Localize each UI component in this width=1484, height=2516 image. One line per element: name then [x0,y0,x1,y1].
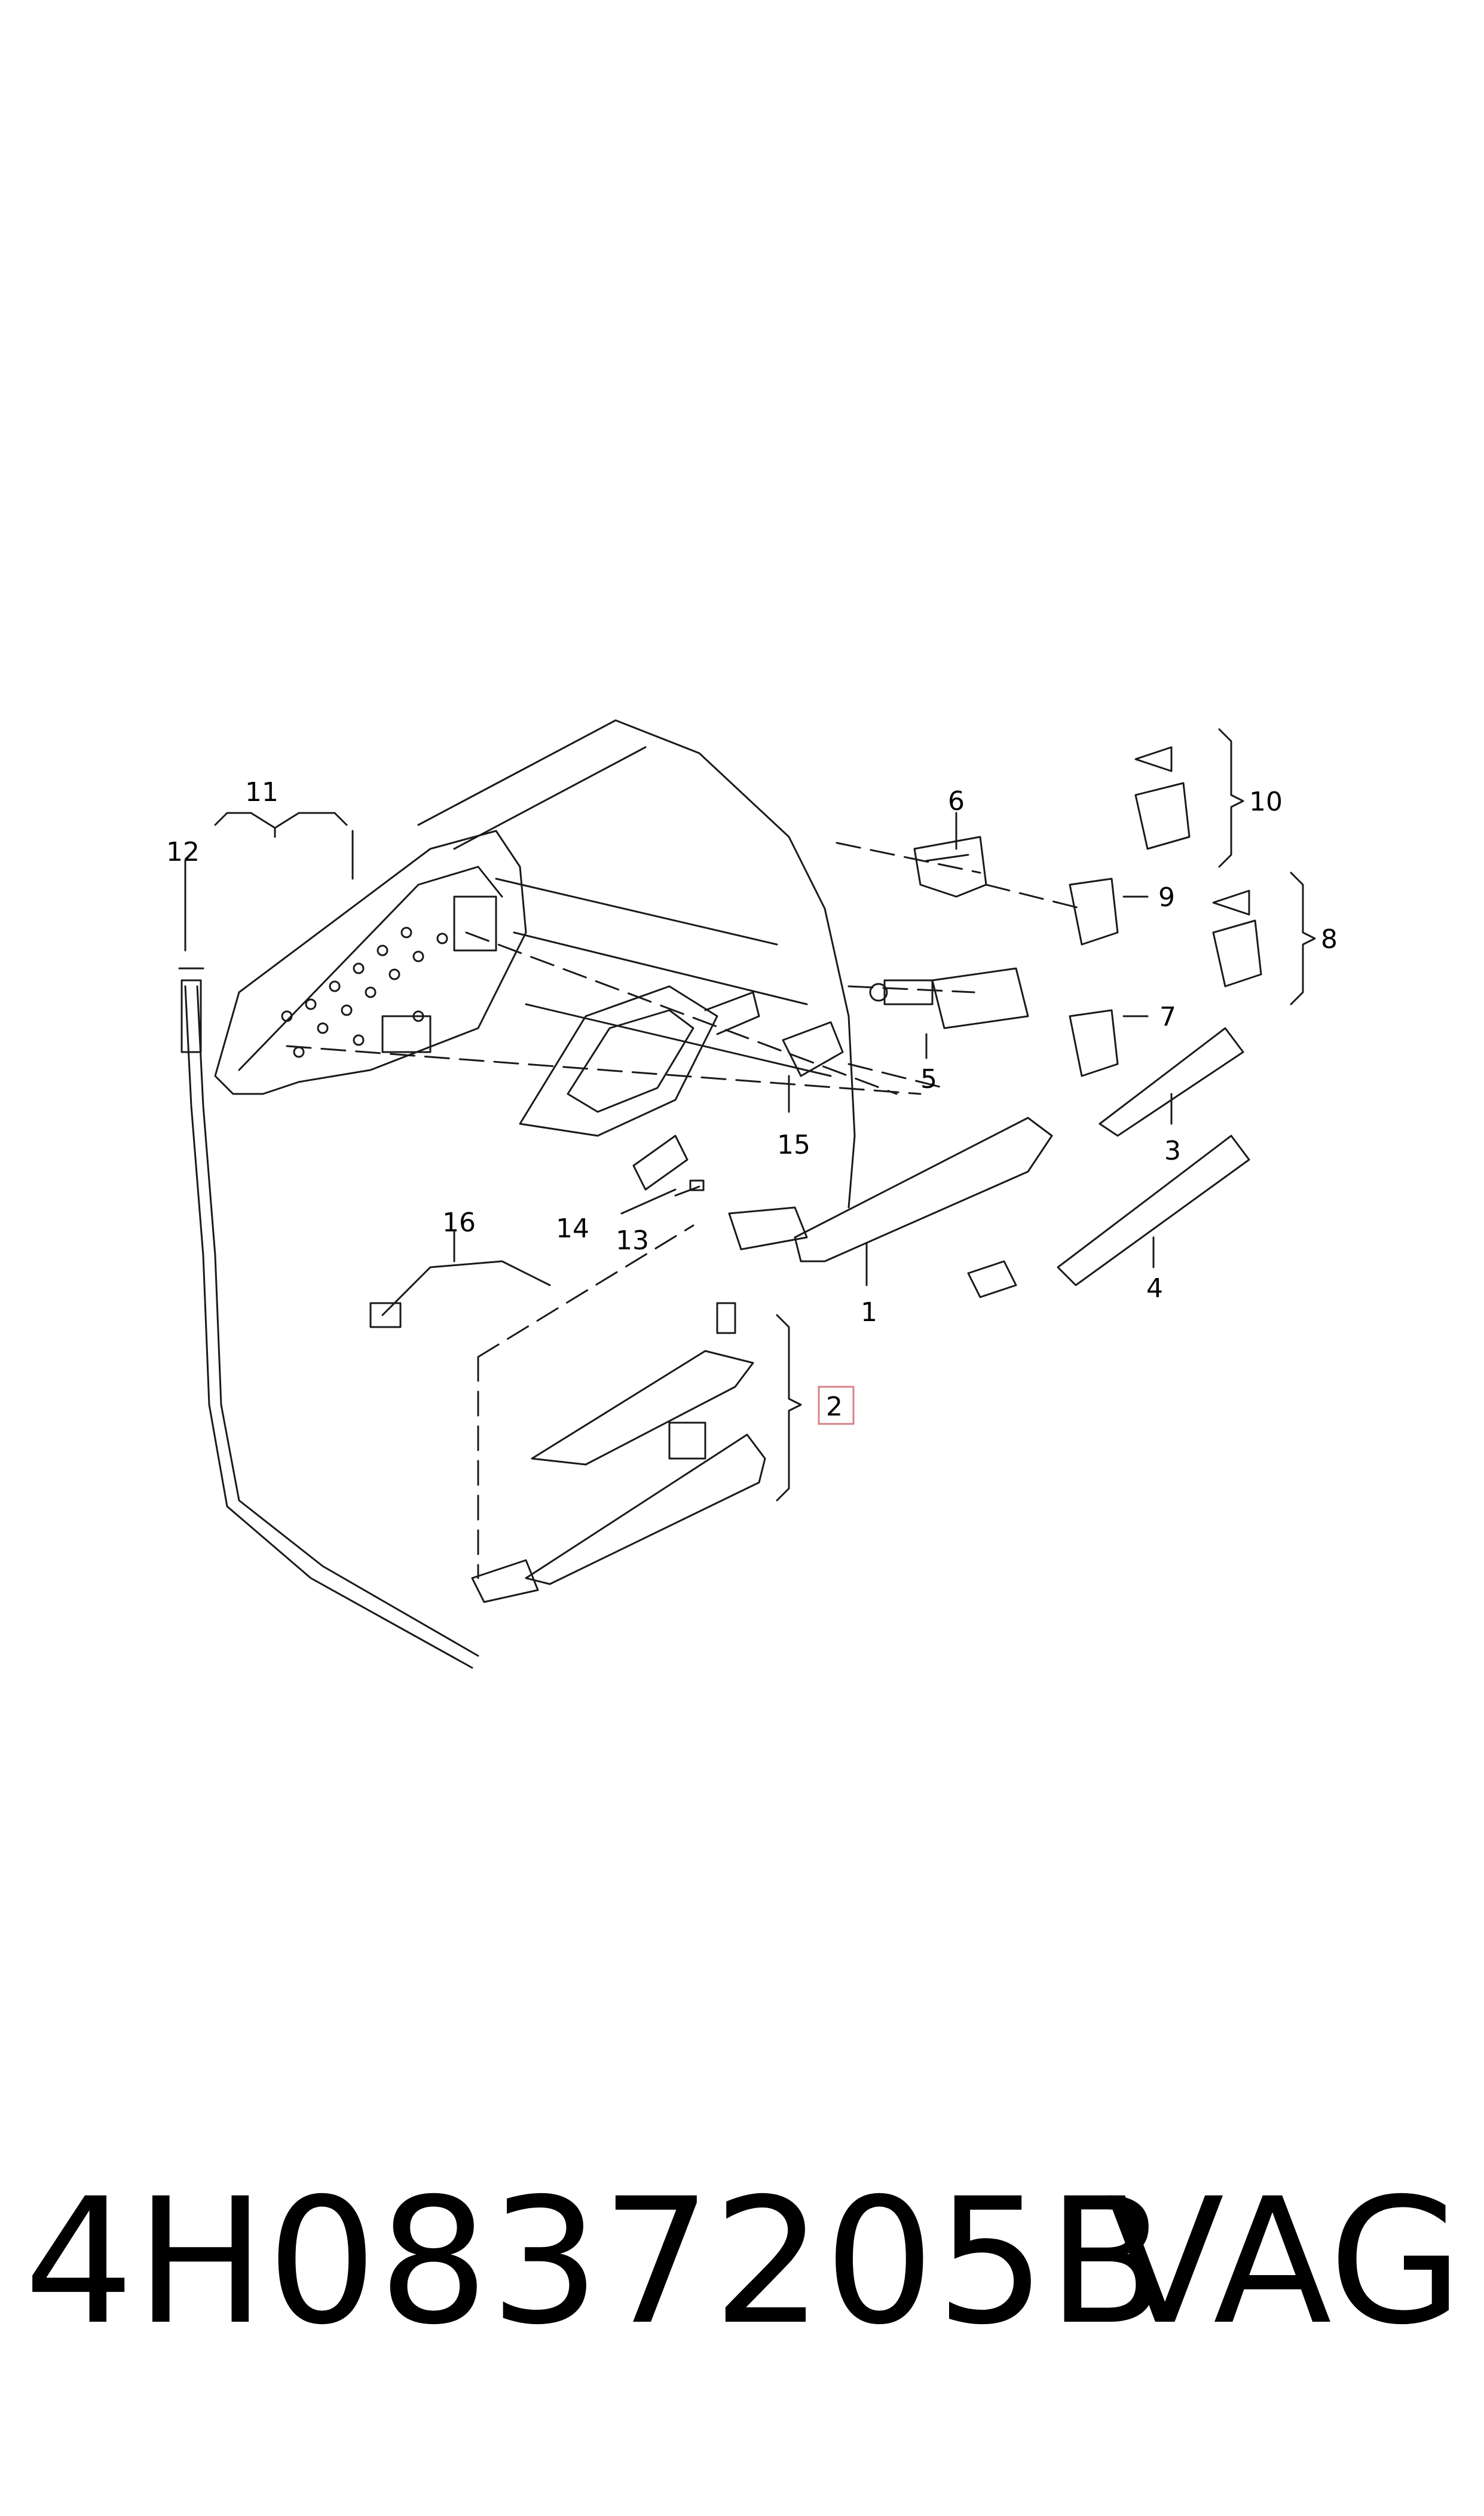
guide-lines [286,842,1083,1579]
callout-7: 7 [1159,1002,1176,1032]
callout-2: 2 [826,1392,843,1422]
callout-4: 4 [1146,1273,1163,1304]
callout-10: 10 [1249,787,1283,817]
callout-labels: 1 2 3 4 5 6 7 8 9 10 11 12 13 14 15 16 [166,777,1338,1425]
callout-11: 11 [245,777,279,808]
seal-15 [782,1021,844,1077]
release-cable [178,967,479,1669]
callout-9: 9 [1158,882,1175,913]
callout-3: 3 [1164,1136,1181,1166]
part-number: 4H0837205B [24,2162,1168,2363]
cap-7 [1069,1009,1119,1077]
callout-leaders [184,728,1316,1502]
callout-1: 1 [861,1297,877,1328]
callout-8: 8 [1321,924,1338,955]
handle-1 [794,1117,1053,1262]
lock-module-6 [913,836,987,898]
cap-9 [1069,878,1119,946]
lock-cylinder-5 [869,967,1029,1029]
handle-recess-frame [519,985,760,1137]
handle-assembly-2 [471,1302,766,1603]
handle-3 [1099,1027,1244,1137]
callout-15: 15 [777,1130,810,1160]
handle-carrier [214,830,527,1095]
harness-16 [381,1260,551,1316]
callout-5: 5 [920,1064,937,1095]
callout-12: 12 [166,837,200,867]
door-panel [417,719,856,1209]
cap-8b [1212,889,1250,916]
callout-2-box [818,1386,855,1425]
cap-8 [1212,919,1262,988]
callout-13: 13 [616,1225,649,1256]
callout-16: 16 [442,1207,476,1238]
handle-4 [1057,1135,1250,1286]
cap-10 [1134,782,1191,850]
cap-10b [1134,746,1173,772]
callout-14: 14 [556,1213,589,1244]
callout-6: 6 [948,786,965,817]
brand-name: VAG [1106,2162,1463,2363]
screw-and-clip [632,1135,705,1197]
